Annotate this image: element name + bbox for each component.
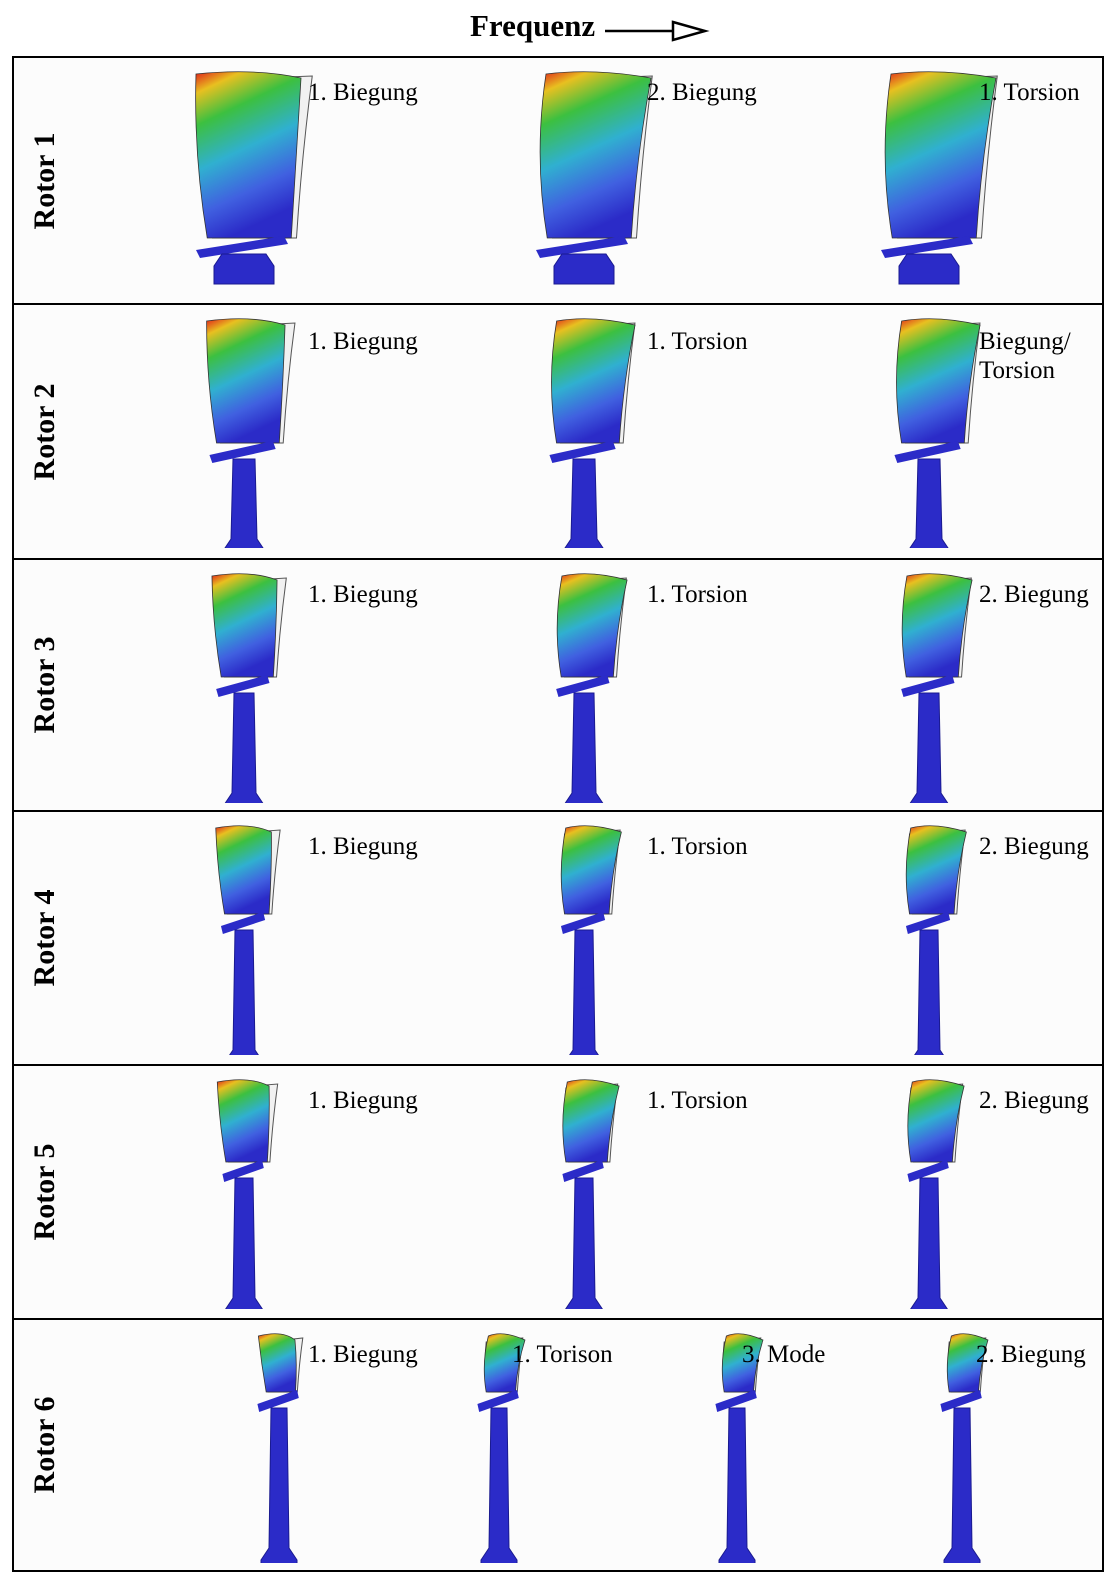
rotor-row: Rotor 6 1. Biegung 1. Torison 3. Mode 2. Bie… (12, 1320, 1104, 1572)
mode-label: 2. Biegung (647, 78, 757, 107)
mode-label: 1. Torsion (647, 327, 748, 356)
mode-label: 1. Torsion (979, 78, 1080, 107)
rotor-row: Rotor 3 1. Biegung 1. Torsion 2. Biegung (12, 560, 1104, 812)
mode-label: 2. Biegung (976, 1340, 1086, 1369)
rotor-label-cell: Rotor 4 (14, 812, 76, 1064)
mode-label: Biegung/ Torsion (979, 327, 1071, 385)
mode-label: 2. Biegung (979, 832, 1089, 861)
rotor-label-cell: Rotor 3 (14, 560, 76, 810)
rotor-label-cell: Rotor 5 (14, 1066, 76, 1318)
rotor-row: Rotor 2 1. Biegung 1. Torsion Biegung/ Tors… (12, 305, 1104, 560)
rotor-label-cell: Rotor 1 (14, 58, 76, 303)
mode-label: 1. Torsion (647, 1086, 748, 1115)
rotor-label-cell: Rotor 6 (14, 1320, 76, 1570)
mode-label: 1. Biegung (308, 832, 418, 861)
mode-label: 2. Biegung (979, 580, 1089, 609)
rotor-row: Rotor 5 1. Biegung 1. Torsion 2. Biegung (12, 1066, 1104, 1320)
figure-header: Frequenz (0, 0, 1107, 52)
mode-label: 1. Biegung (308, 327, 418, 356)
rotor-label: Rotor 6 (28, 1397, 62, 1494)
rotor-label: Rotor 4 (28, 890, 62, 987)
mode-label: 1. Biegung (308, 1086, 418, 1115)
mode-label: 1. Torsion (647, 832, 748, 861)
frequency-arrow-icon (605, 18, 710, 42)
mode-label: 1. Biegung (308, 580, 418, 609)
rotor-label: Rotor 5 (28, 1144, 62, 1241)
mode-label: 1. Torison (512, 1340, 613, 1369)
mode-label: 1. Biegung (308, 78, 418, 107)
frequency-axis-title: Frequenz (470, 8, 595, 44)
rotor-row: Rotor 1 1. Biegung 2. Biegung 1. Torsion (12, 56, 1104, 305)
rotor-label-cell: Rotor 2 (14, 305, 76, 558)
rotor-label: Rotor 1 (28, 132, 62, 229)
rotor-label: Rotor 3 (28, 637, 62, 734)
mode-label: 3. Mode (742, 1340, 825, 1369)
mode-label: 1. Biegung (308, 1340, 418, 1369)
mode-label: 2. Biegung (979, 1086, 1089, 1115)
rotor-row: Rotor 4 1. Biegung 1. Torsion 2. Biegung (12, 812, 1104, 1066)
mode-label: 1. Torsion (647, 580, 748, 609)
rotor-label: Rotor 2 (28, 383, 62, 480)
